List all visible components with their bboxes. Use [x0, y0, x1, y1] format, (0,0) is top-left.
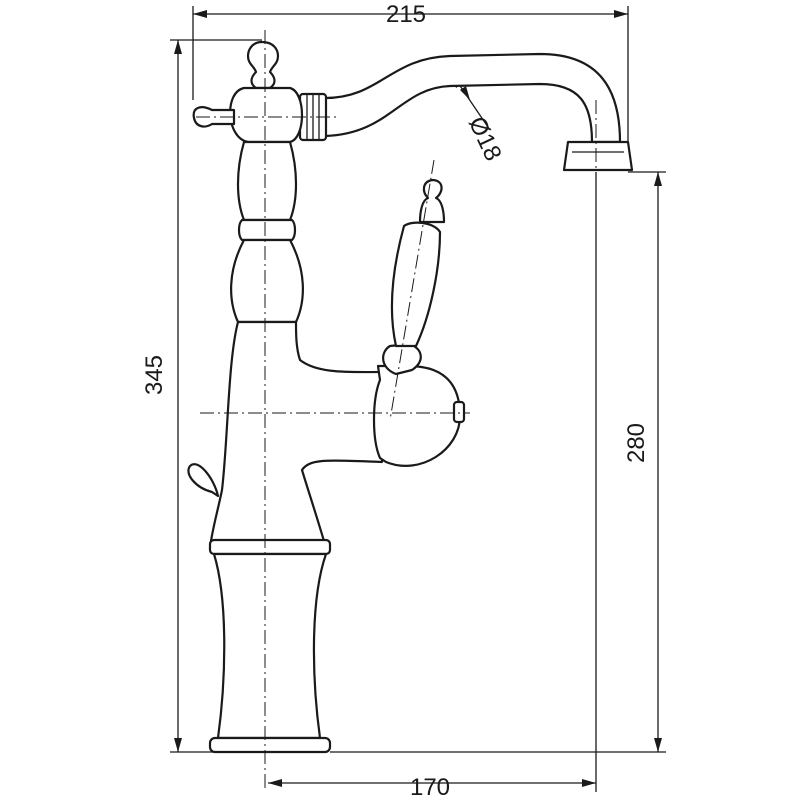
top-cap: [229, 86, 303, 144]
aerator: [562, 140, 634, 172]
column-ring: [237, 218, 297, 242]
lever-knob: [418, 178, 446, 224]
faucet-outline: [187, 40, 634, 754]
base-foot: [208, 736, 332, 754]
column-belly: [230, 238, 304, 324]
base-body: [212, 552, 328, 740]
dimension-lines: [170, 6, 666, 792]
center-lines: [196, 30, 597, 790]
cartridge-knob: [452, 400, 466, 424]
dimension-total-height: 345: [141, 355, 168, 395]
top-finial: [246, 40, 280, 90]
dimension-total-width: 215: [386, 1, 426, 28]
main-body: [208, 320, 384, 550]
lever-collar: [382, 342, 422, 376]
column-upper: [236, 140, 298, 222]
side-pin: [192, 106, 236, 128]
dimension-spout-reach: 170: [410, 774, 450, 800]
lower-pin: [187, 463, 220, 498]
base-collar: [208, 538, 332, 556]
dimension-spout-height: 280: [623, 423, 650, 463]
dimension-spout-diameter: Ø18: [463, 113, 507, 166]
cartridge-housing: [372, 364, 462, 467]
lever-grip: [390, 221, 442, 348]
